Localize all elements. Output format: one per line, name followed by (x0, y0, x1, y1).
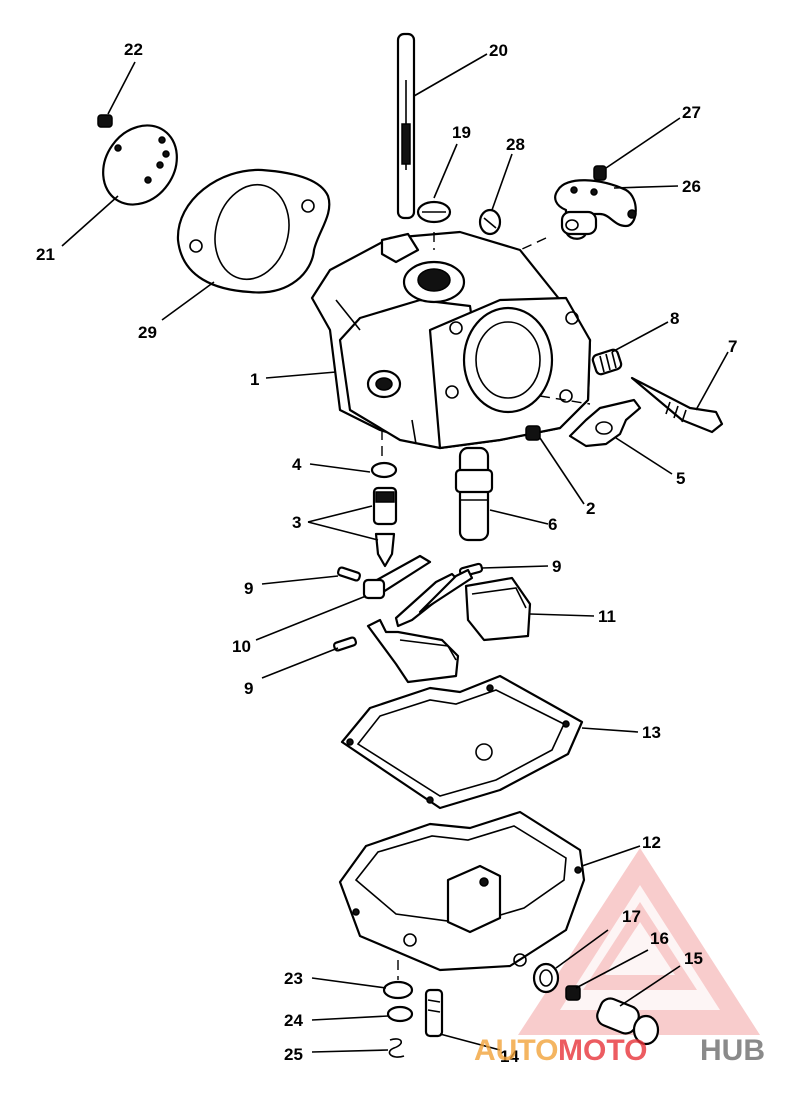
watermark-auto: AUTO (474, 1034, 558, 1067)
callout-8: 8 (670, 309, 679, 328)
part-16-screw (565, 985, 581, 1001)
callout-17: 17 (622, 907, 641, 926)
part-4-washer (370, 461, 398, 479)
callout-23: 23 (284, 969, 303, 988)
callout-4: 4 (292, 455, 302, 474)
callout-13: 13 (642, 723, 661, 742)
callout-12: 12 (642, 833, 661, 852)
watermark-text: AUTO MOTO HUB (474, 1034, 765, 1067)
callout-3: 3 (292, 513, 301, 532)
part-22-screw (97, 114, 113, 128)
callout-10: 10 (232, 637, 251, 656)
part-19-plug (416, 200, 452, 224)
part-10-float-hinge (362, 554, 432, 600)
part-3-needle-seat (372, 486, 398, 568)
part-9-pin-lower (332, 636, 358, 652)
part-21-cover-plate (102, 124, 178, 206)
callout-9-lower: 9 (244, 679, 253, 698)
part-1-carburetor-body (310, 230, 592, 450)
callout-9-upper-left: 9 (244, 579, 253, 598)
callout-16: 16 (650, 929, 669, 948)
part-5-bracket (568, 398, 642, 448)
callout-11: 11 (598, 607, 616, 626)
part-14-screw (424, 988, 444, 1038)
part-28-plug (478, 208, 502, 236)
part-8-spring (591, 348, 623, 376)
alignment-lines (381, 232, 591, 980)
callout-21: 21 (36, 245, 55, 264)
callout-5: 5 (676, 469, 685, 488)
callout-9-upper-right: 9 (552, 557, 561, 576)
callout-27: 27 (682, 103, 701, 122)
callout-15: 15 (684, 949, 703, 968)
callout-22: 22 (124, 40, 143, 59)
watermark-moto: MOTO (558, 1034, 647, 1067)
part-27-screw (593, 165, 607, 181)
part-26-throttle-lever (554, 179, 637, 240)
callout-26: 26 (682, 177, 701, 196)
part-2-screw (525, 425, 541, 441)
callout-28: 28 (506, 135, 525, 154)
part-24-washer (386, 1005, 414, 1023)
callout-labels: 22 20 19 28 27 26 21 29 1 8 7 5 2 6 4 3 … (36, 40, 737, 1066)
part-29-flange-gasket (176, 168, 331, 294)
callout-7: 7 (728, 337, 737, 356)
callout-14: 14 (500, 1047, 519, 1066)
callout-19: 19 (452, 123, 471, 142)
part-12-float-bowl (338, 810, 586, 972)
callout-25: 25 (284, 1045, 303, 1064)
callout-24: 24 (284, 1011, 303, 1030)
part-20-throttle-shaft (396, 32, 416, 220)
callout-6: 6 (548, 515, 557, 534)
callout-20: 20 (489, 41, 508, 60)
part-17-washer (532, 962, 560, 994)
part-9-pin-upper-left (336, 566, 362, 582)
callout-1: 1 (250, 370, 259, 389)
part-13-bowl-gasket (340, 674, 584, 810)
part-11-float (366, 568, 532, 684)
watermark-hub: HUB (700, 1034, 765, 1067)
callout-2: 2 (586, 499, 595, 518)
part-23-washer (382, 980, 414, 1000)
callout-29: 29 (138, 323, 157, 342)
part-7-mixture-needle (630, 376, 724, 434)
part-6-nozzle (454, 446, 494, 542)
part-25-spring (388, 1038, 405, 1058)
leader-lines (61, 53, 729, 1053)
